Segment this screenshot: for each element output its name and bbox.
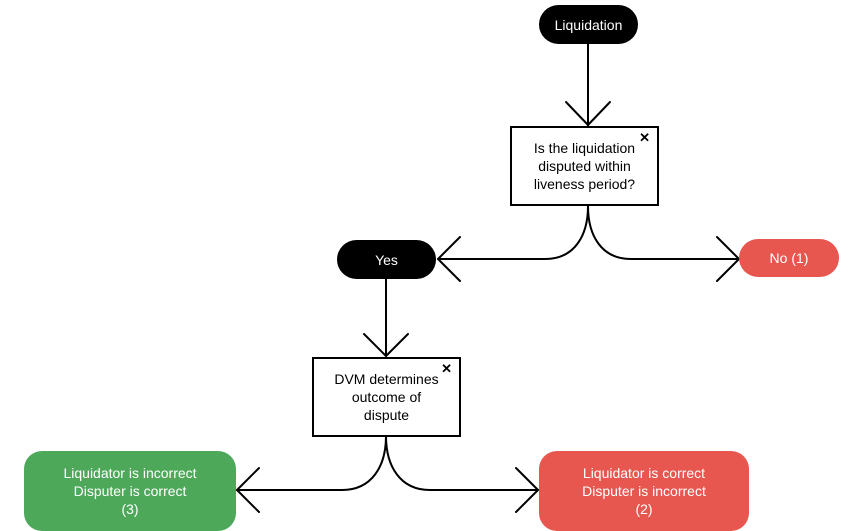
outcome-2-line-2: Disputer is incorrect <box>582 483 706 499</box>
connector-question1-to-no <box>587 205 740 260</box>
question-dvm-line-1: DVM determines <box>334 371 439 387</box>
question-disputed-line-3: liveness period? <box>533 176 636 192</box>
outcome-3-line-3: (3) <box>121 501 139 517</box>
outcome-2-line-1: Liquidator is correct <box>582 465 706 481</box>
outcome-3-line-2: Disputer is correct <box>73 483 187 499</box>
no-node[interactable]: No (1) <box>739 239 839 277</box>
arrowhead-question2 <box>363 333 409 357</box>
outcome-2-node[interactable]: Liquidator is correct Disputer is incorr… <box>539 451 749 531</box>
arrowhead-outcome3 <box>236 467 260 513</box>
question-dvm-line-3: dispute <box>363 407 410 423</box>
connector-question2-to-outcome3 <box>236 435 387 491</box>
question-disputed-line-2: disputed within <box>538 158 631 174</box>
question-disputed-line-1: Is the liquidation <box>533 140 636 156</box>
close-icon[interactable]: ✕ <box>441 361 452 376</box>
outcome-3-node[interactable]: Liquidator is incorrect Disputer is corr… <box>24 451 236 531</box>
liquidation-label: Liquidation <box>554 16 623 33</box>
connector-question2-to-outcome2 <box>385 435 539 491</box>
outcome-2-line-3: (2) <box>635 501 653 517</box>
arrowhead-outcome2 <box>515 467 539 513</box>
outcome-3-line-1: Liquidator is incorrect <box>63 465 197 481</box>
arrowhead-question1 <box>565 101 611 126</box>
close-icon[interactable]: ✕ <box>639 130 650 145</box>
connector-question1-to-yes <box>437 205 589 260</box>
question-dvm-line-2: outcome of <box>351 389 422 405</box>
arrowhead-yes <box>437 236 461 282</box>
liquidation-node[interactable]: Liquidation <box>539 5 638 44</box>
no-label: No (1) <box>769 250 809 266</box>
yes-node[interactable]: Yes <box>337 240 436 279</box>
yes-label: Yes <box>375 251 398 268</box>
question-disputed-node[interactable]: Is the liquidation disputed within liven… <box>510 126 659 206</box>
question-dvm-node[interactable]: DVM determines outcome of dispute ✕ <box>312 357 461 437</box>
